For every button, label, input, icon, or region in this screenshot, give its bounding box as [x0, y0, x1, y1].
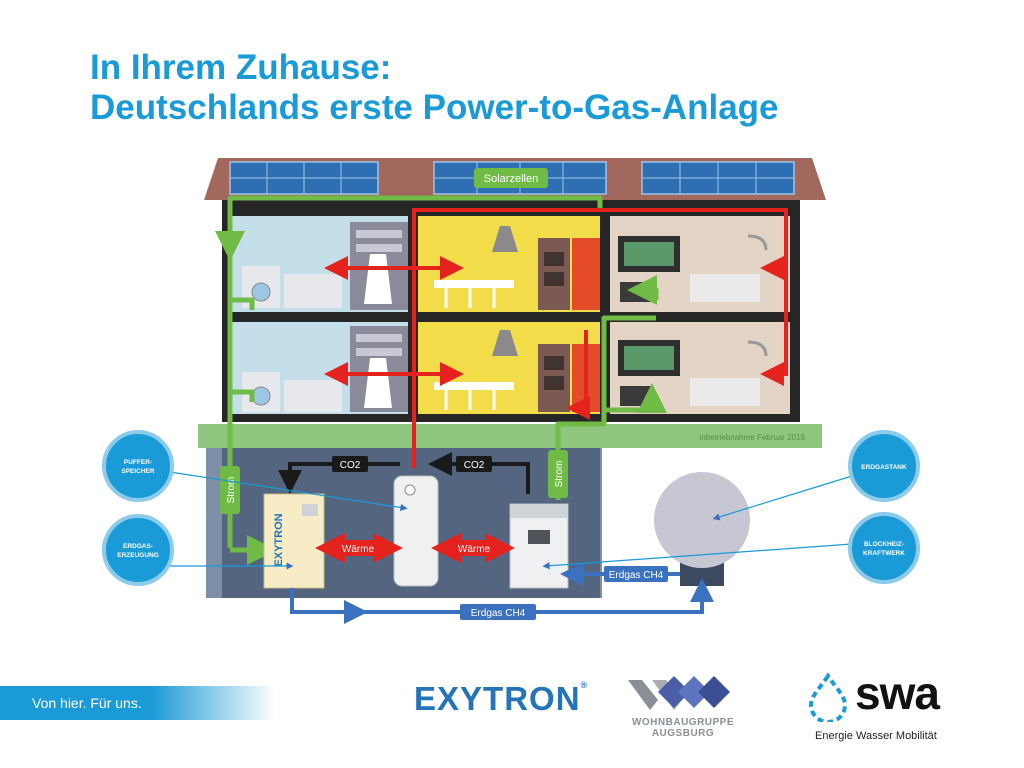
swa-drop-icon: [808, 672, 848, 722]
erdgas-box-bottom: [460, 604, 536, 620]
bathroom-upper: [232, 216, 408, 312]
co2-label-left: CO2: [340, 460, 361, 471]
callout-puffer-line1: PUFFER-: [124, 459, 152, 466]
exytron-unit-label: EXYTRON: [273, 513, 285, 566]
co2-label-right: CO2: [464, 460, 485, 471]
strom-left-box: [220, 466, 240, 514]
exytron-logo-text: EXYTRON: [414, 680, 581, 717]
exytron-registered-mark: ®: [580, 680, 589, 690]
waerme-label-right: Wärme: [458, 544, 491, 555]
waerme-box-left: [336, 540, 380, 556]
wohnbaugruppe-logo: WOHNBAUGRUPPE AUGSBURG: [628, 672, 738, 739]
buffer-tank: [393, 475, 439, 587]
erdgas-box-right: [604, 566, 668, 582]
strom-left-label: Strom: [226, 477, 237, 504]
solar-panel: [229, 161, 379, 195]
power-lines: [215, 195, 667, 565]
erdgas-label-bottom: Erdgas CH4: [471, 608, 526, 619]
swa-tagline: Energie Wasser Mobilität: [815, 730, 937, 742]
strom-right-label: Strom: [554, 461, 565, 488]
erdgas-label-right: Erdgas CH4: [609, 570, 664, 581]
strom-right-box: [548, 450, 568, 498]
callout-tank: ERDGASTANK: [848, 430, 920, 502]
ground: Inbetriebnahme Februar 2019: [198, 424, 822, 448]
wohnbaugruppe-line-2: AUGSBURG: [651, 728, 715, 739]
swa-wordmark: swa: [855, 667, 940, 719]
heat-lines: [324, 208, 788, 468]
callout-erzeugung: ERDGAS- ERZEUGUNG: [102, 514, 174, 586]
title-line-1: In Ihrem Zuhause:: [90, 48, 392, 87]
gas-tank: [654, 472, 750, 586]
callout-puffer: PUFFER- SPEICHER: [102, 430, 174, 502]
title-line-2: Deutschlands erste Power-to-Gas-Anlage: [90, 88, 779, 127]
callout-puffer-line2: SPEICHER: [121, 468, 155, 475]
callout-erzeugung-line1: ERDGAS-: [123, 543, 153, 550]
waerme-label-left: Wärme: [342, 544, 375, 555]
kitchen-lower: [418, 322, 600, 414]
livingroom-lower: [610, 322, 790, 414]
co2-box-left: [332, 456, 368, 472]
slogan-text: Von hier. Für uns.: [32, 695, 142, 711]
solar-label: Solarzellen: [484, 173, 538, 185]
house: [222, 200, 800, 422]
co2-box-right: [456, 456, 492, 472]
exytron-unit: EXYTRON: [263, 493, 325, 589]
commissioning-note: Inbetriebnahme Februar 2019: [699, 433, 805, 442]
slogan-banner: Von hier. Für uns.: [0, 686, 275, 720]
exytron-logo: EXYTRON®: [414, 680, 588, 718]
page-title: In Ihrem Zuhause: Deutschlands erste Pow…: [90, 48, 779, 128]
waerme-box-right: [452, 540, 496, 556]
solar-panel: [641, 161, 795, 195]
bathroom-lower: [232, 322, 408, 414]
livingroom-upper: [610, 216, 790, 312]
bhkw-unit: [509, 503, 569, 589]
solar-label-box: [474, 168, 548, 188]
roof: Solarzellen: [204, 158, 826, 200]
wohnbaugruppe-mark-icon: [628, 676, 730, 710]
callout-pointers: [169, 471, 853, 570]
callout-tank-line1: ERDGASTANK: [861, 464, 907, 471]
wohnbaugruppe-line-1: WOHNBAUGRUPPE: [631, 717, 735, 728]
callout-bhkw: BLOCKHEIZ- KRAFTWERK: [848, 512, 920, 584]
callout-erzeugung-line2: ERZEUGUNG: [117, 552, 159, 559]
callout-bhkw-line1: BLOCKHEIZ-: [864, 541, 904, 548]
callout-bhkw-line2: KRAFTWERK: [863, 550, 905, 557]
kitchen-upper: [418, 216, 600, 312]
